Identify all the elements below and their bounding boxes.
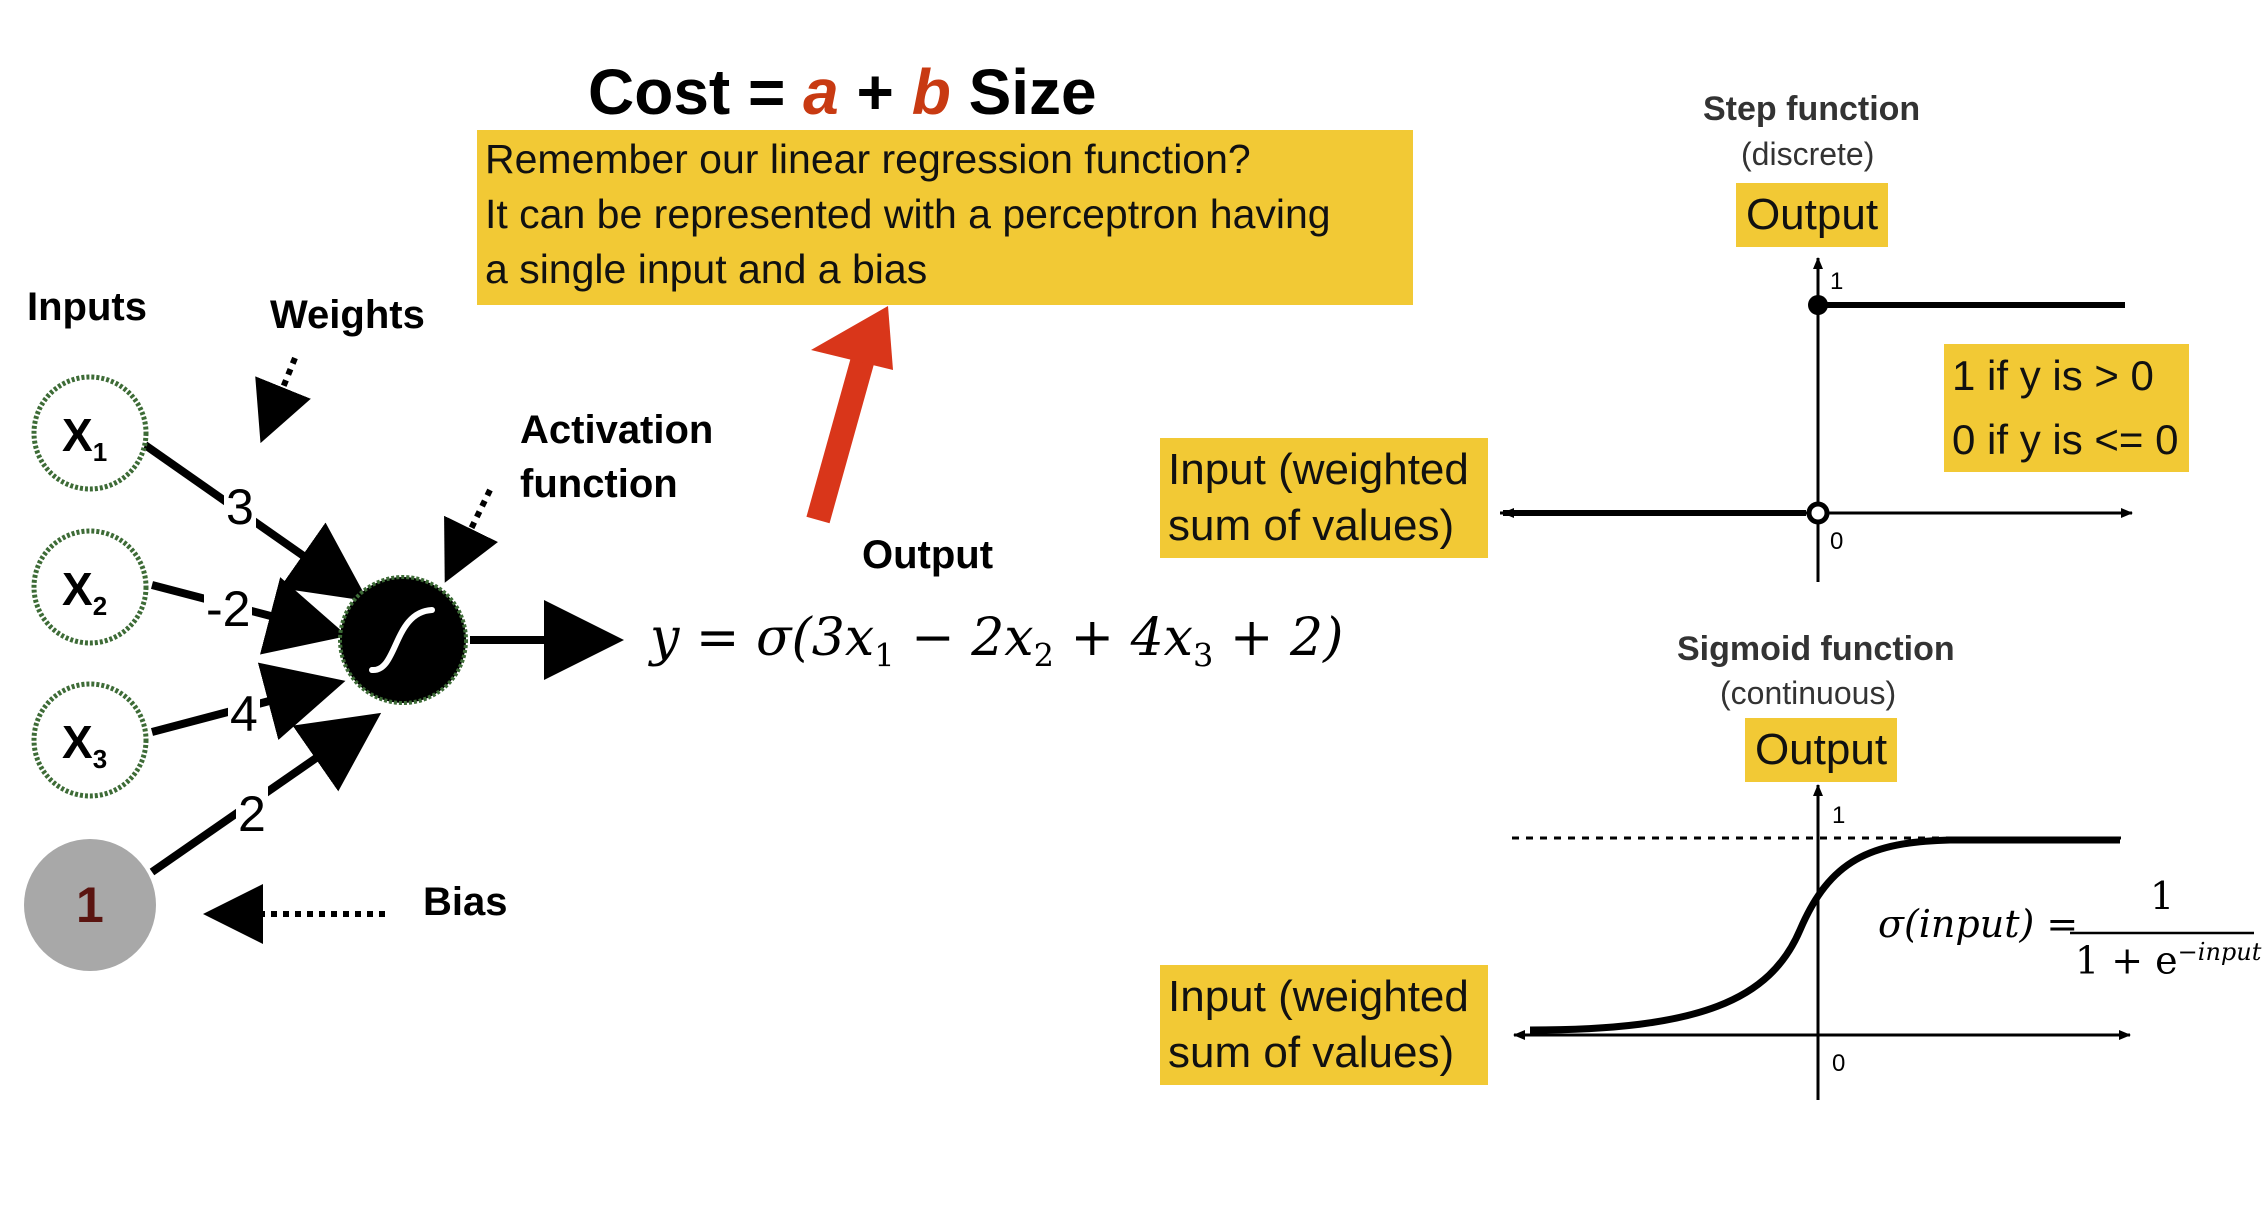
activation-label-line-1: Activation xyxy=(520,408,714,452)
cost-formula: Cost = a + b Size xyxy=(588,55,1097,129)
linear-regression-note: Remember our linear regression function?… xyxy=(477,130,1413,305)
step-plot xyxy=(1500,257,2133,582)
step-filled-point xyxy=(1808,295,1828,315)
step-input-label: Input (weighted sum of values) xyxy=(1160,438,1488,558)
sigmoid-tick-zero: 0 xyxy=(1832,1050,1846,1077)
node-x3-base: X xyxy=(62,716,93,768)
input-node-x3 xyxy=(31,681,149,799)
node-x2-base: X xyxy=(62,563,93,615)
step-rule-line-1: 1 if y is > 0 xyxy=(1952,352,2154,399)
output-label: Output xyxy=(862,533,994,577)
eq-sub-2: 2 xyxy=(1033,636,1054,675)
bias-node-label: 1 xyxy=(76,877,104,933)
sigmoid-denominator-exponent: −input xyxy=(2177,938,2262,966)
step-open-point xyxy=(1806,501,1830,525)
note-line-3: a single input and a bias xyxy=(485,246,928,292)
activation-neuron xyxy=(338,575,468,705)
node-x1-label: X1 xyxy=(62,408,107,468)
sigmoid-curve xyxy=(1529,836,2120,1034)
node-x1-base: X xyxy=(62,409,93,461)
sigmoid-formula-denominator: 1 + e−input xyxy=(2075,938,2261,983)
eq-mid-1: − 2x xyxy=(894,608,1034,668)
weight-bias: 2 xyxy=(236,785,268,843)
sigmoid-formula-numerator: 1 xyxy=(2150,874,2175,918)
step-input-line-1: Input (weighted xyxy=(1168,445,1469,494)
step-tick-zero: 0 xyxy=(1830,528,1844,555)
node-x2-label: X2 xyxy=(62,562,107,622)
bias-label: Bias xyxy=(423,880,508,924)
red-arrow xyxy=(806,344,878,524)
activation-label: Activation function xyxy=(520,403,713,511)
cost-param-b: b xyxy=(911,56,951,128)
eq-sub-3: 3 xyxy=(1193,636,1214,675)
cost-prefix: Cost = xyxy=(588,56,804,128)
weight-x1: 3 xyxy=(224,478,256,536)
sigmoid-input-label: Input (weighted sum of values) xyxy=(1160,965,1488,1085)
sigmoid-input-line-1: Input (weighted xyxy=(1168,972,1469,1021)
step-title: Step function xyxy=(1703,90,1921,128)
activation-label-line-2: function xyxy=(520,462,678,506)
eq-rhs: + 2) xyxy=(1213,608,1344,668)
sigmoid-denominator-base: 1 + e xyxy=(2075,938,2178,983)
sigmoid-tick-one: 1 xyxy=(1832,802,1846,829)
inputs-label: Inputs xyxy=(27,285,147,329)
node-x1-sub: 1 xyxy=(92,437,108,468)
input-node-x2 xyxy=(31,528,149,646)
step-rule-line-2: 0 if y is <= 0 xyxy=(1952,416,2179,463)
bias-node xyxy=(24,839,156,971)
sigmoid-glyph-icon xyxy=(369,607,435,673)
eq-lhs: y = σ(3x xyxy=(650,608,875,668)
weight-x3: 4 xyxy=(228,685,260,743)
red-arrow-head xyxy=(811,306,893,370)
node-x3-sub: 3 xyxy=(92,744,108,775)
output-equation: y = σ(3x1 − 2x2 + 4x3 + 2) xyxy=(650,608,1343,674)
weights-label: Weights xyxy=(270,293,425,337)
step-input-line-2: sum of values) xyxy=(1168,501,1455,550)
sigmoid-plot xyxy=(1512,784,2131,1100)
step-rule-box: 1 if y is > 0 0 if y is <= 0 xyxy=(1944,344,2189,472)
note-line-2: It can be represented with a perceptron … xyxy=(485,191,1331,237)
sigmoid-title: Sigmoid function xyxy=(1677,630,1955,668)
input-node-x1 xyxy=(31,374,149,492)
cost-param-a: a xyxy=(803,56,839,128)
sigmoid-output-label: Output xyxy=(1745,718,1897,782)
eq-sub-1: 1 xyxy=(874,636,895,675)
sigmoid-subtitle: (continuous) xyxy=(1720,675,1897,711)
note-line-1: Remember our linear regression function? xyxy=(485,136,1251,182)
activation-pointer xyxy=(444,488,499,583)
cost-suffix: Size xyxy=(950,56,1097,128)
weight-x2: -2 xyxy=(204,580,253,638)
eq-mid-2: + 4x xyxy=(1053,608,1194,668)
cost-plus: + xyxy=(838,56,912,128)
node-x3-label: X3 xyxy=(62,715,107,775)
weights-pointer xyxy=(255,356,311,444)
step-tick-one: 1 xyxy=(1830,268,1844,295)
step-output-label: Output xyxy=(1736,183,1888,247)
sigmoid-formula-lhs: σ(input) = xyxy=(1878,902,2079,946)
sigmoid-input-line-2: sum of values) xyxy=(1168,1028,1455,1077)
node-x2-sub: 2 xyxy=(92,591,108,622)
step-subtitle: (discrete) xyxy=(1741,136,1875,172)
